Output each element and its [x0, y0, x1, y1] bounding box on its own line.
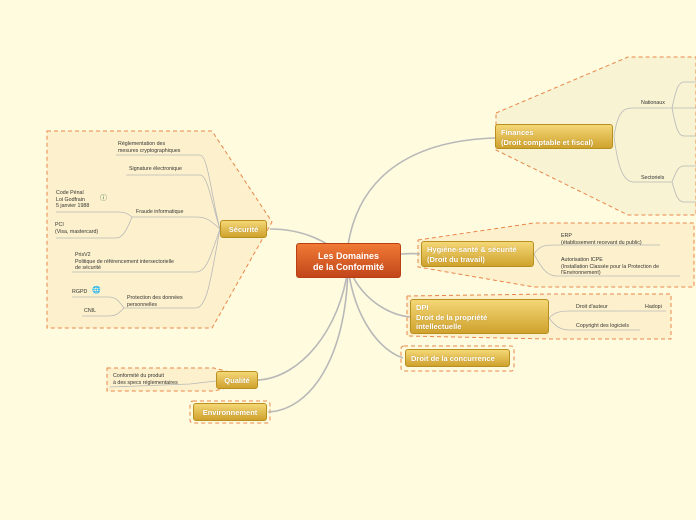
leaf-nationaux[interactable]: Nationaux	[641, 100, 665, 106]
leaf-conformite[interactable]: Conformité du produit à des specs réglem…	[113, 373, 178, 386]
branch-finances-line1: Finances	[501, 128, 534, 137]
leaf-droit-auteur[interactable]: Droit d'auteur	[576, 304, 608, 310]
branch-environnement-label: Environnement	[202, 408, 258, 417]
leaf-copyright[interactable]: Copyright des logiciels	[576, 323, 629, 329]
branch-securite[interactable]: Sécurité	[220, 220, 267, 238]
central-node[interactable]: Les Domaines de la Conformité	[296, 243, 401, 278]
branch-dpi[interactable]: DPI Droit de la propriété intellectuelle	[410, 299, 549, 334]
branch-securite-label: Sécurité	[228, 225, 259, 234]
central-title-line1: Les Domaines	[317, 251, 380, 261]
branch-dpi-line1: DPI	[416, 303, 429, 312]
securite-zone	[46, 130, 273, 329]
info-sign-icon: ⓘ	[100, 195, 107, 202]
hygiene-zone	[417, 222, 695, 288]
branch-concurrence-label: Droit de la concurrence	[411, 354, 495, 363]
concurrence-zone	[400, 345, 515, 372]
leaf-rgpd[interactable]: RGPD	[72, 289, 88, 295]
branch-finances[interactable]: Finances (Droit comptable et fiscal)	[495, 124, 613, 149]
leaf-crypto[interactable]: Réglementation des mesures cryptographiq…	[118, 141, 181, 154]
branch-concurrence[interactable]: Droit de la concurrence	[405, 349, 510, 367]
globe-icon: 🌐	[92, 287, 101, 294]
leaf-pci[interactable]: PCI (Visa, mastercard)	[55, 222, 99, 235]
leaf-protection[interactable]: Protection des données personnelles	[127, 295, 183, 308]
branch-hygiene-line1: Hygiène-santé & sécurité	[427, 245, 517, 254]
leaf-code-penal[interactable]: Code Pénal Loi Godfrain 5 janvier 1988	[56, 190, 90, 210]
branch-hygiene[interactable]: Hygiène-santé & sécurité (Droit du trava…	[421, 241, 534, 267]
leaf-hadopi[interactable]: Hadopi	[645, 304, 662, 310]
leaf-erp[interactable]: ERP (établissement recevant du public)	[561, 233, 642, 246]
branch-finances-line2: (Droit comptable et fiscal)	[501, 137, 594, 147]
leaf-signature[interactable]: Signature électronique	[129, 166, 183, 172]
leaf-fraude[interactable]: Fraude informatique	[136, 209, 184, 215]
branch-qualite[interactable]: Qualité	[216, 371, 258, 389]
branch-environnement[interactable]: Environnement	[193, 403, 267, 421]
branch-dpi-line3: intellectuelle	[416, 322, 462, 331]
leaf-prisv2[interactable]: PrisV2 Politique de référencement inters…	[75, 252, 174, 272]
branch-qualite-label: Qualité	[224, 376, 250, 385]
leaf-sectoriels[interactable]: Sectoriels	[641, 175, 665, 181]
branch-dpi-line2: Droit de la propriété	[416, 312, 488, 322]
leaf-icpe[interactable]: Autorisation ICPE (Installation Classée …	[561, 257, 660, 277]
leaf-cnil[interactable]: CNIL	[84, 308, 97, 314]
branch-hygiene-line2: (Droit du travail)	[427, 254, 485, 264]
central-title-line2: de la Conformité	[312, 262, 384, 272]
